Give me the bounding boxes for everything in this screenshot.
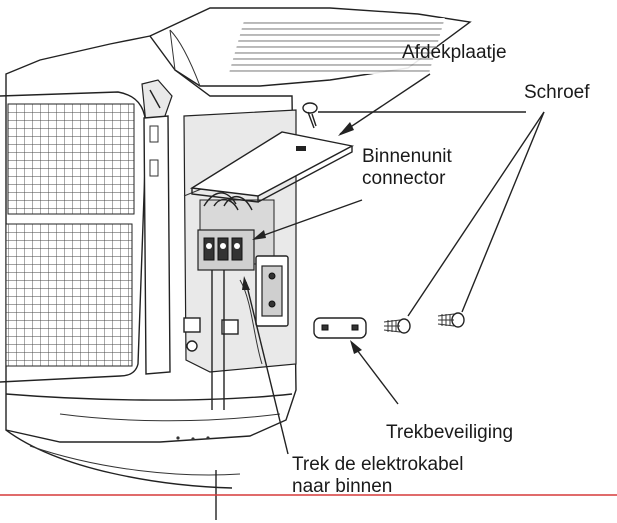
strain-relief-parts [313,312,465,339]
label-cover-plate: Afdekplaatje [402,42,507,63]
screw-right [437,312,465,328]
strain-relief-clamp [313,317,367,339]
grille-mesh-lower [5,223,133,367]
base-dots [176,436,210,441]
cover-plate [189,131,355,203]
label-screw: Schroef [524,82,590,103]
label-strain-relief: Trekbeveiliging [386,422,514,443]
leader-lines [215,73,545,520]
front-grille [0,91,171,383]
front-panel [141,7,472,131]
screw-top [302,102,318,129]
grille-mesh-upper [7,103,135,215]
indoor-connector [197,192,263,410]
label-pull-cable: Trek de elektrokabel naar binnen [292,454,464,497]
label-indoor-connector: Binnenunit connector [362,146,452,189]
screw-middle [383,318,411,334]
panel-vents [228,18,445,74]
